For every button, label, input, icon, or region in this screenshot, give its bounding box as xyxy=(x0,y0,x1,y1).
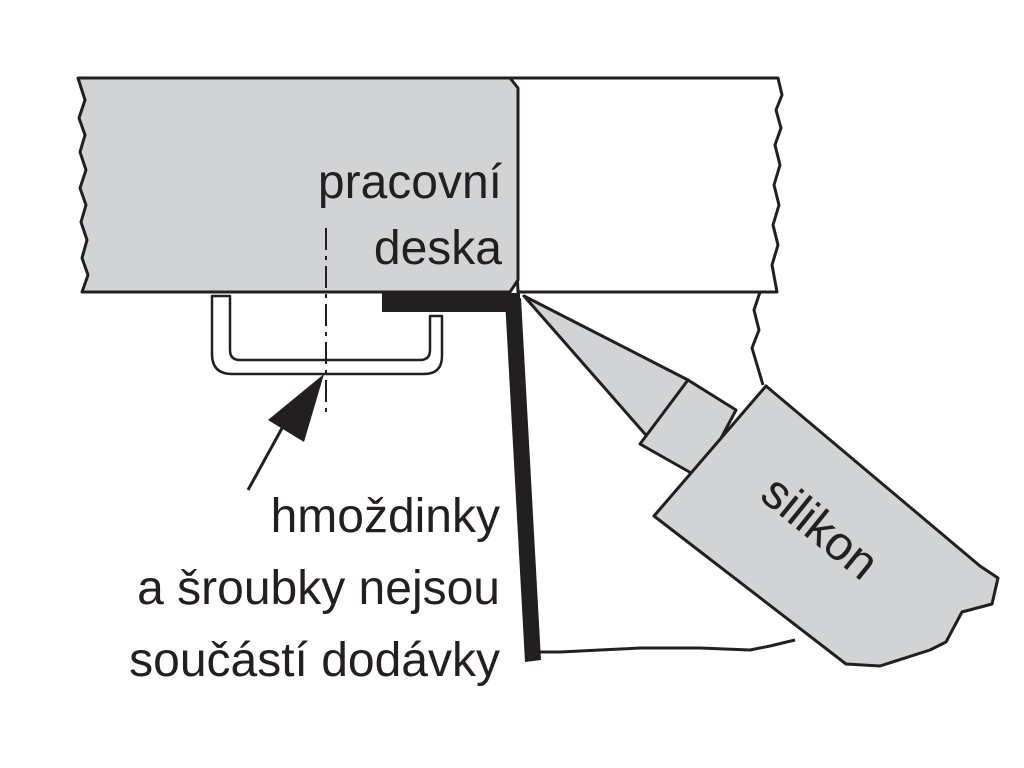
worktop-label-line1: pracovní xyxy=(318,156,503,209)
worktop-label-line2: deska xyxy=(374,222,502,275)
silicone-tube xyxy=(522,294,1000,668)
vertical-panel xyxy=(505,298,541,662)
tube-body xyxy=(652,384,1000,668)
adjacent-panel xyxy=(506,76,784,294)
note-label-line3: součástí dodávky xyxy=(129,634,500,687)
note-label-line2: a šroubky nejsou xyxy=(137,562,500,615)
pointer-arrow-head xyxy=(268,374,324,442)
note-label-line1: hmoždinky xyxy=(271,490,500,543)
cabinet-side xyxy=(540,290,796,654)
mounting-bracket xyxy=(210,294,444,376)
worktop xyxy=(76,76,520,294)
edge-seal-strip xyxy=(382,293,520,312)
